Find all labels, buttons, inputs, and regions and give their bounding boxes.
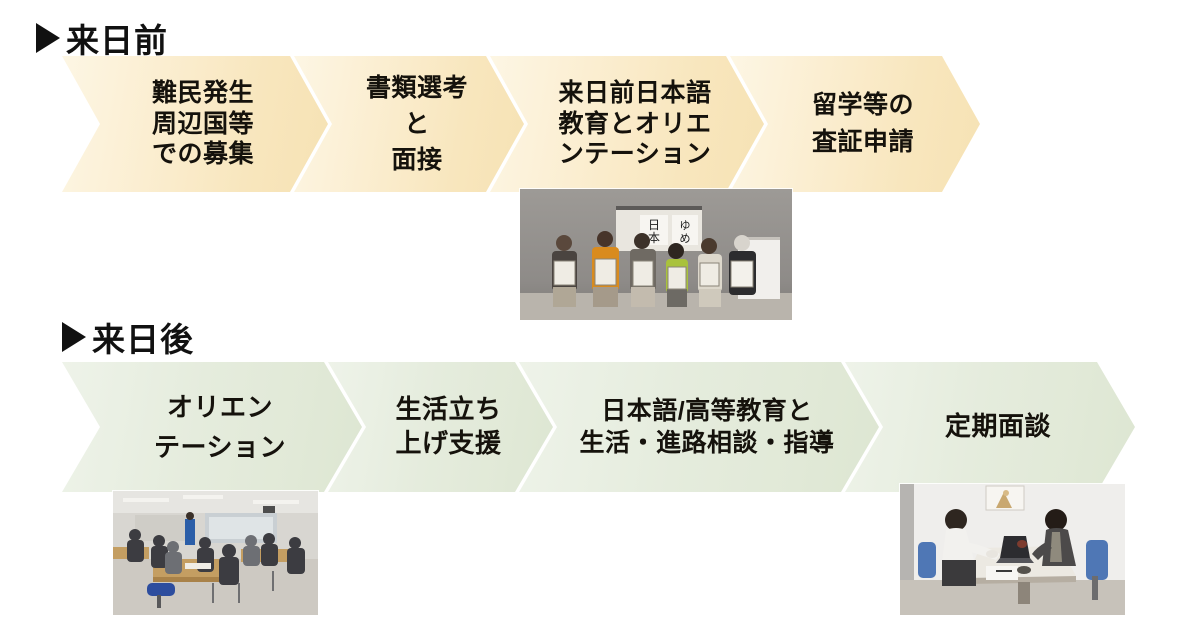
triangle-right-icon [62, 322, 86, 352]
interview-room-photo-graphic [900, 484, 1125, 615]
flow-step-living-setup-support[interactable]: 生活立ち 上げ支援 [328, 362, 553, 492]
triangle-right-icon [36, 23, 60, 53]
chevron-shape [294, 56, 524, 192]
chevron-shape [62, 56, 328, 192]
flow-step-label: 書類選考 と 面接 [365, 73, 468, 175]
chevron-shape [730, 56, 980, 192]
calligraphy-class-photo: 日 本 ゆ め [520, 189, 792, 320]
flow-step-document-screening-interview[interactable]: 書類選考 と 面接 [294, 56, 524, 192]
section-heading-label: 来日後 [92, 321, 194, 358]
flow-step-label: 定期面談 [944, 411, 1051, 442]
flow-step-label: 留学等の 査証申請 [811, 90, 914, 157]
svg-text:め: め [680, 232, 691, 245]
flow-step-visa-application[interactable]: 留学等の 査証申請 [730, 56, 980, 192]
section-heading-after-arrival: 来日後 [62, 313, 194, 361]
section-heading-label: 来日前 [66, 22, 168, 59]
process-flow-after-arrival: オリエン テーション 生活立ち 上げ支援 日本語/高等教育と 生活・進路相談・指… [62, 362, 1135, 492]
section-heading-before-arrival: 来日前 [36, 14, 168, 62]
chevron-shape [490, 56, 764, 192]
flow-step-label: 日本語/高等教育と 生活・進路相談・指導 [579, 396, 835, 458]
chevron-shape [519, 362, 879, 492]
svg-text:ゆ: ゆ [680, 219, 691, 232]
interview-room-photo [900, 484, 1125, 615]
calligraphy-class-photo-graphic: 日 本 ゆ め [520, 189, 792, 320]
flow-step-regular-interview[interactable]: 定期面談 [845, 362, 1135, 492]
flow-step-pre-arrival-japanese-orientation[interactable]: 来日前日本語 教育とオリエ ンテーション [490, 56, 764, 192]
svg-text:本: 本 [648, 231, 660, 245]
svg-text:日: 日 [648, 218, 660, 232]
chevron-shape [62, 362, 362, 492]
flow-step-orientation[interactable]: オリエン テーション [62, 362, 362, 492]
seminar-room-photo-graphic [113, 491, 318, 615]
flow-step-label: 来日前日本語 教育とオリエ ンテーション [558, 79, 712, 169]
flow-step-japanese-higher-education-counseling[interactable]: 日本語/高等教育と 生活・進路相談・指導 [519, 362, 879, 492]
flow-step-refugee-recruitment[interactable]: 難民発生 周辺国等 での募集 [62, 56, 328, 192]
flow-step-label: オリエン テーション [154, 391, 286, 462]
flow-step-label: 生活立ち 上げ支援 [395, 394, 502, 458]
process-flow-before-arrival: 難民発生 周辺国等 での募集 書類選考 と 面接 来日前日本語 教育とオリエ ン… [62, 56, 980, 192]
chevron-shape [845, 362, 1135, 492]
flow-step-label: 難民発生 周辺国等 での募集 [151, 79, 254, 169]
seminar-room-photo [113, 491, 318, 615]
